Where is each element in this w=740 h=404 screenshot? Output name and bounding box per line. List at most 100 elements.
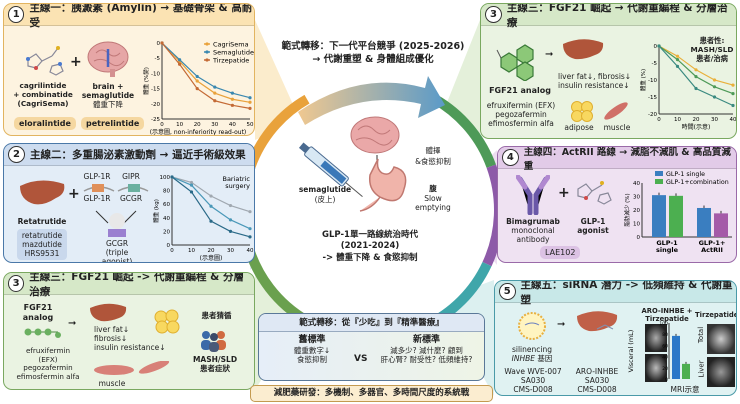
cagrisema-label: cagrilintide + combinatide (CagriSema): [13, 81, 73, 108]
fgf21-drugs: efruxifermin (EFX) pegozafermin efimosfe…: [486, 101, 556, 128]
old-standard-title: 舊標準: [298, 335, 326, 345]
y-tick-label: 40: [163, 216, 170, 222]
molecule-icon: [577, 181, 612, 205]
drug-pill-petrelintide: petrelintide: [81, 117, 145, 130]
fgf21-analog-label: FGF21 analog: [22, 303, 54, 322]
arrow-icon: ➞: [557, 319, 566, 330]
drug-route: (皮上): [314, 195, 336, 204]
receptor-diagram: [83, 184, 149, 237]
data-point: [675, 54, 680, 58]
muscle-label: muscle: [603, 123, 631, 132]
bar: [697, 207, 711, 237]
new-standard-title: 新標準: [412, 335, 440, 345]
data-point: [248, 100, 252, 104]
mash-sld-label: MASH/SLD 患者症狀: [192, 355, 238, 373]
peptide-icon: [24, 328, 61, 338]
data-point: [712, 95, 717, 99]
legend-label: GLP-1+combination: [666, 179, 729, 186]
panel-number: 3: [485, 6, 502, 23]
panel-title: 主線四：ActRII 路線 → 減脂不減肌 & 高品質減重: [523, 146, 731, 172]
data-point: [213, 99, 217, 103]
legend-marker: [205, 50, 209, 54]
data-point: [195, 79, 199, 83]
legend-marker: [205, 42, 209, 46]
data-point: [731, 92, 735, 96]
series-line: [161, 42, 251, 109]
data-point: [160, 41, 164, 45]
x-tick-label: 0: [160, 122, 164, 128]
fgf21-drugs: efruxifermin (EFX) pegozafermin efimosfe…: [16, 346, 80, 381]
data-point: [228, 203, 233, 208]
drug-item: HRS9531: [24, 249, 60, 258]
x-tick-label: 0: [170, 248, 174, 254]
x-axis-label: (示意圖, non-inferiority read-out): [150, 128, 247, 135]
y-tick-label: 20: [662, 366, 668, 372]
x-tick-label: 20: [194, 122, 201, 128]
x-axis-label: 時間(示意): [682, 123, 711, 131]
y-tick-label: 0: [157, 41, 161, 47]
bar: [682, 363, 690, 379]
data-point: [675, 64, 680, 68]
y-tick-label: 10: [633, 222, 640, 228]
receptor-gipr: GIPR: [122, 172, 140, 181]
arrow-icon: ➞: [545, 49, 554, 60]
x-tick-label: 30: [711, 117, 718, 123]
liver-icon: [20, 180, 65, 205]
y-tick-label: -10: [648, 78, 657, 84]
data-point: [195, 87, 199, 91]
stomach-title: 腹: [429, 184, 437, 193]
y-tick-label: 100: [659, 321, 668, 327]
antibody-name: Bimagrumab: [506, 217, 560, 226]
y-axis-label: 脂肪減少 (%): [623, 193, 631, 226]
receptor-glp1r: GLP-1R: [83, 172, 111, 181]
receptor-glp1r: GLP-1R: [83, 194, 111, 203]
y-axis-label: Visceral (mL): [627, 330, 635, 373]
brain-sema-title: brain + semaglutide: [81, 82, 135, 100]
paradigm-shift-box: 範式轉移：從『少吃』到『精準醫療』 舊標準體重數字↓食慾抑制 VS 新標準減多少…: [258, 313, 485, 381]
top-subtitle: → 代謝重塑 & 身體組成優化: [312, 54, 434, 66]
panel-title: 主線一：胰澱素 (Amylin) → 基礎骨架 & 高耐受: [29, 3, 253, 29]
y-tick-label: 0: [637, 235, 641, 241]
annotation-bariatric-surgery: surgery: [225, 182, 250, 190]
mri-caption: MRI示意: [670, 385, 700, 394]
x-tick-label: 0: [657, 117, 661, 123]
annotation-bariatric-surgery: Bariatric: [222, 175, 250, 183]
total-label: Total: [697, 326, 706, 344]
panel-title: 主線三：FGF21 崛起 -> 代謝重編程 & 分層治療: [29, 272, 244, 298]
legend-label: Tirzepatide: [212, 57, 249, 65]
x-axis-label: (示意圖): [200, 254, 223, 261]
shift-box-title: 範式轉移：從『少吃』到『精準醫療』: [259, 314, 484, 332]
data-point: [694, 86, 698, 91]
syringe-icon: [298, 142, 363, 197]
data-point: [248, 235, 252, 239]
mri-image: [645, 324, 667, 352]
y-tick-label: 60: [662, 343, 668, 349]
data-point: [178, 62, 182, 66]
drug-item: mazdutide: [22, 240, 62, 249]
y-axis-label: 體重 (%): [639, 69, 647, 91]
y-tick-label: -5: [652, 61, 658, 67]
era-subtitle: -> 體重下降 & 食慾抑制: [322, 252, 418, 263]
triple-agonist-label: GCGR(triple agonist): [92, 239, 142, 262]
data-point: [248, 96, 252, 100]
y-tick-label: 0: [665, 377, 668, 383]
data-point: [694, 68, 698, 72]
data-point: [189, 180, 194, 185]
molecule-icon: [26, 46, 64, 76]
weight-loss-label: 體重下降: [93, 100, 123, 109]
category-label: GLP-1+: [699, 239, 726, 247]
glp1-agonist-label: GLP-1 agonist: [577, 217, 609, 235]
panel-number: 2: [8, 146, 25, 163]
legend-swatch: [655, 179, 663, 184]
tirzepatide-title: Tirzepatide: [695, 311, 737, 319]
lipid-nanoparticle-icon: [518, 312, 546, 340]
plus-sign: +: [558, 185, 570, 201]
brain-label: 體擇 &食慾抑制: [415, 146, 451, 166]
era-title: GLP-1單一路線統治時代: [322, 230, 418, 240]
legend-label: CagriSema: [213, 41, 249, 49]
data-point: [230, 91, 234, 95]
glp1-era: GLP-1單一路線統治時代(2021-2024)-> 體重下降 & 食慾抑制: [295, 230, 445, 264]
